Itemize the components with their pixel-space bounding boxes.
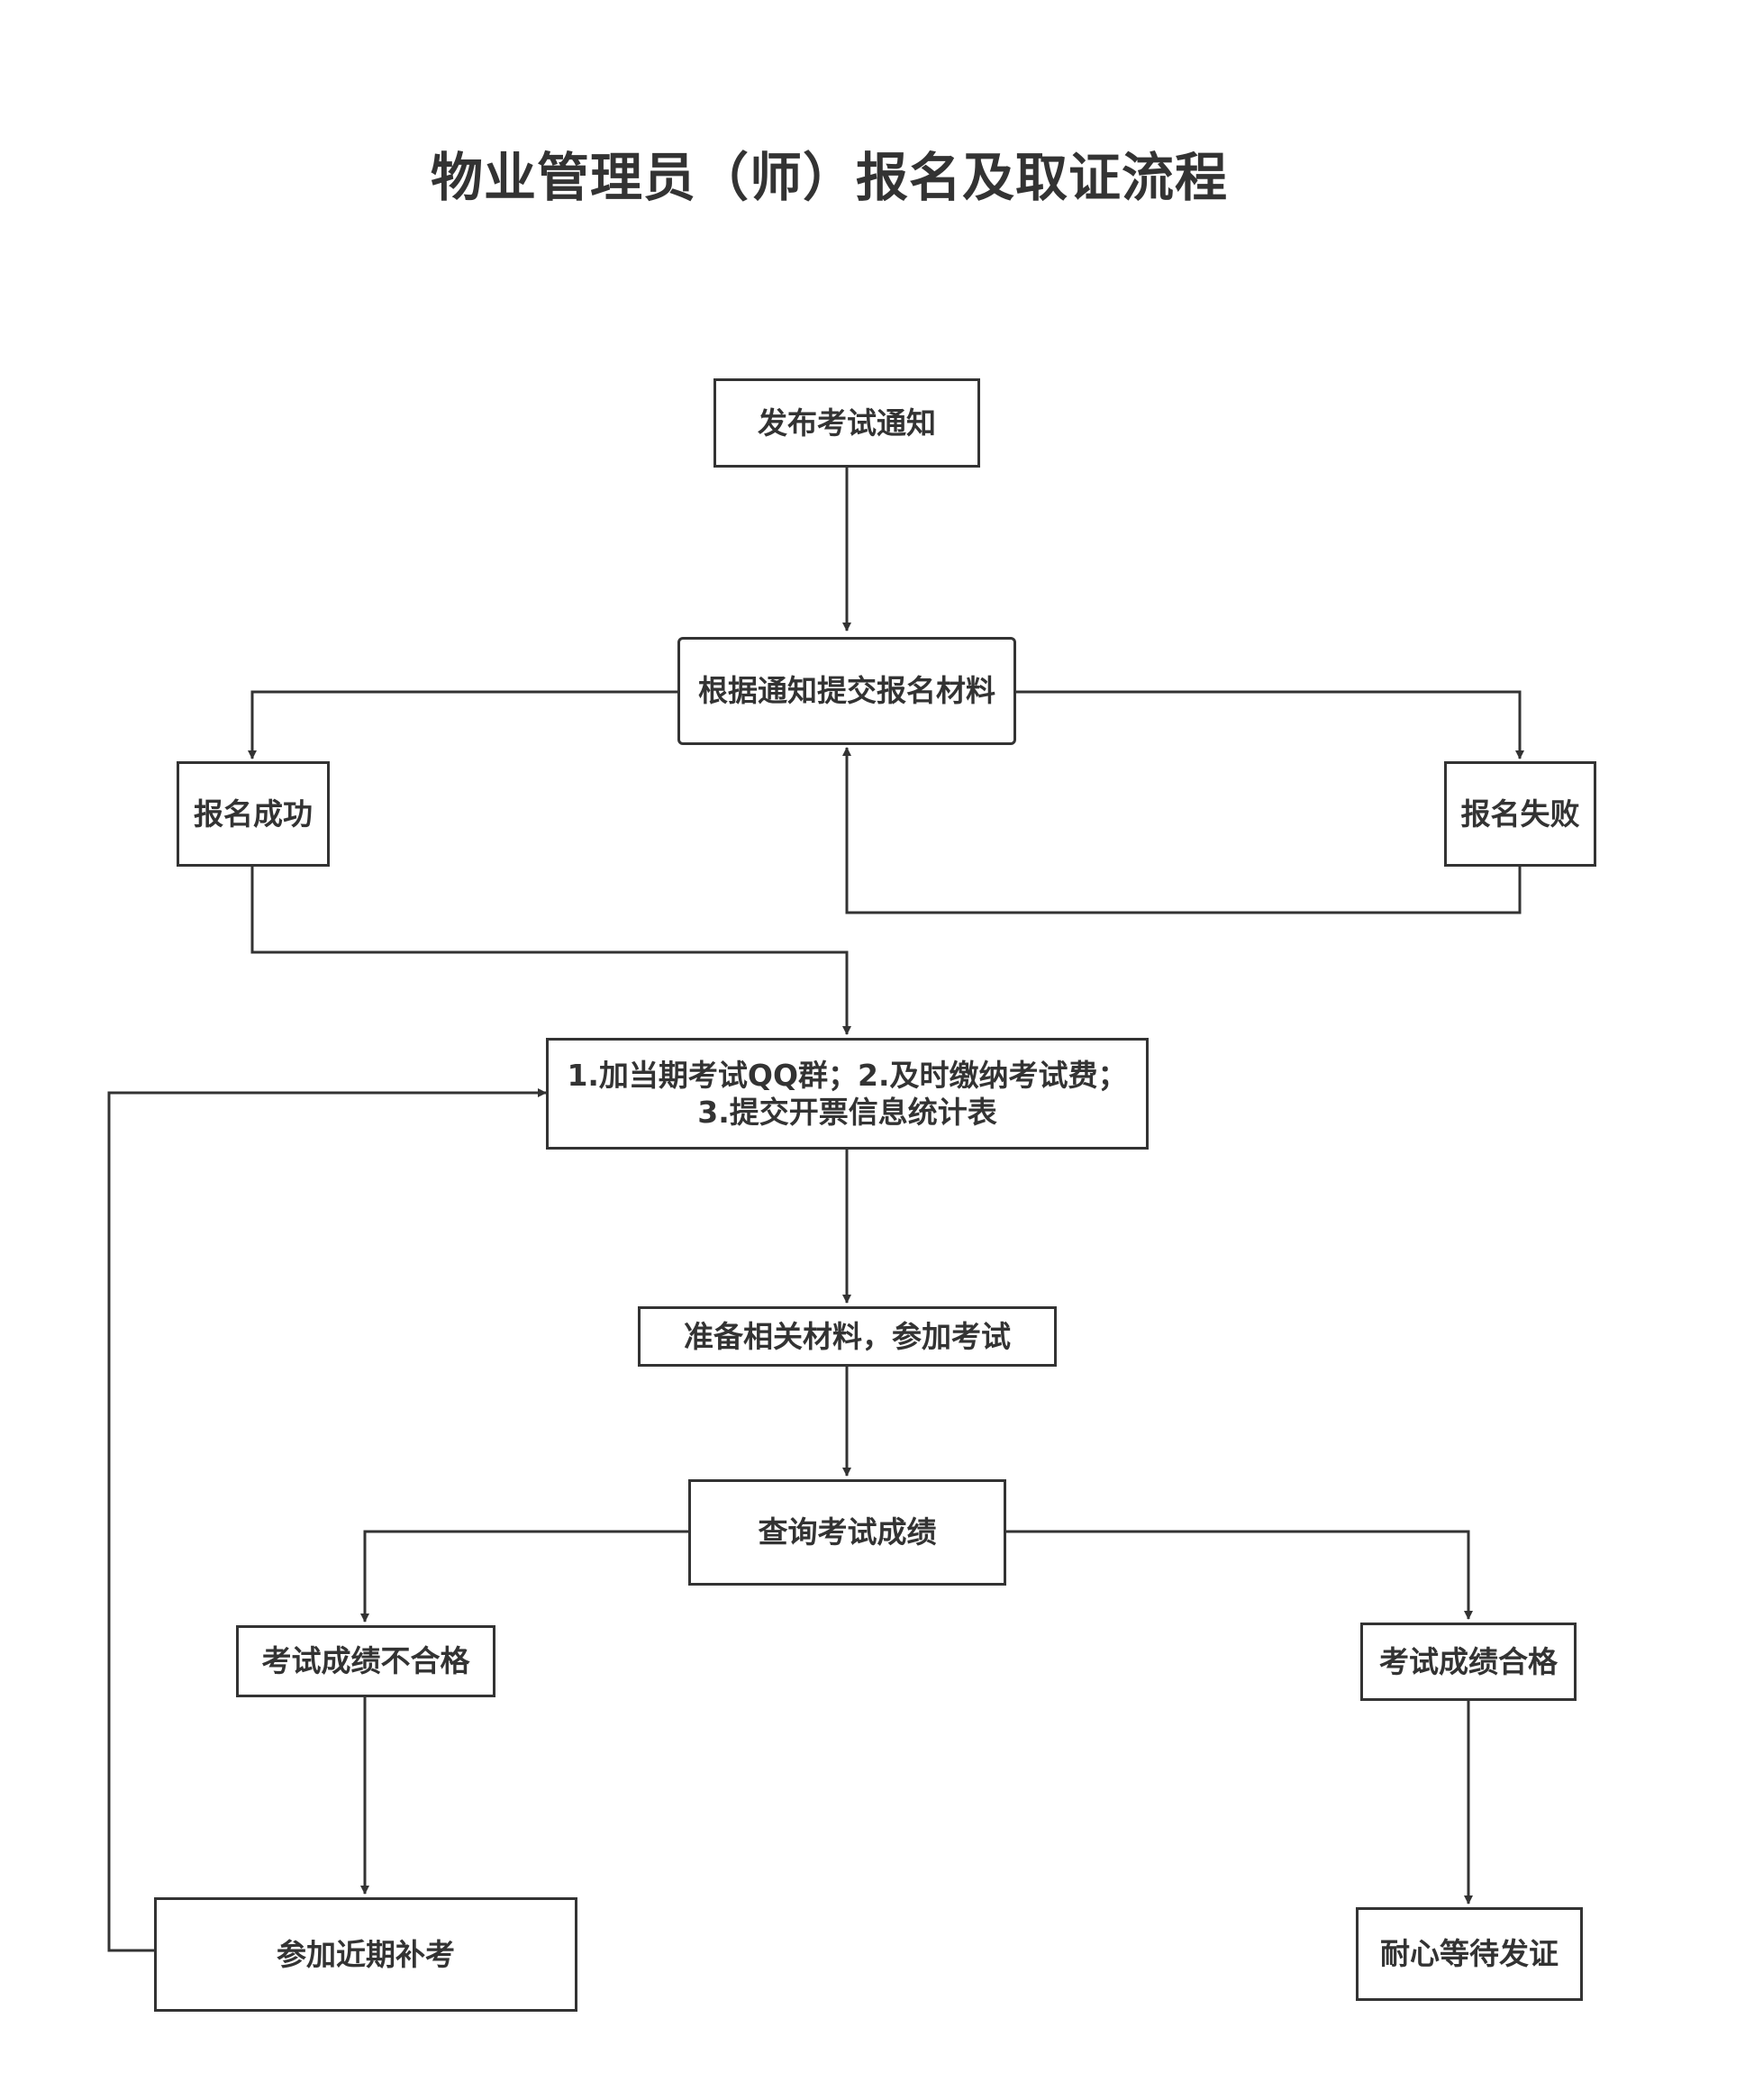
arrow-query-to-scorepass: [1006, 1530, 1473, 1620]
node-publish-notice: 发布考试通知: [713, 378, 980, 468]
arrow-submit-to-fail: [1016, 690, 1524, 759]
node-score-pass: 考试成绩合格: [1360, 1623, 1577, 1701]
node-join-steps-line1: 1.加当期考试QQ群；2.及时缴纳考试费；: [567, 1057, 1128, 1093]
node-query-score: 查询考试成绩: [688, 1479, 1006, 1586]
arrow-retake-to-steps: [107, 1088, 547, 1952]
node-prepare-exam-label: 准备相关材料，参加考试: [684, 1318, 1011, 1354]
node-retake-exam: 参加近期补考: [154, 1897, 577, 2012]
node-join-steps: 1.加当期考试QQ群；2.及时缴纳考试费； 3.提交开票信息统计表: [546, 1038, 1149, 1150]
node-score-fail: 考试成绩不合格: [236, 1625, 495, 1697]
node-score-fail-label: 考试成绩不合格: [261, 1643, 470, 1679]
arrow-query-to-scorefail: [360, 1530, 688, 1623]
arrow-fail-to-submit: [842, 747, 1522, 914]
node-register-success-label: 报名成功: [194, 795, 313, 832]
arrow-success-to-steps: [250, 867, 851, 1035]
node-prepare-exam: 准备相关材料，参加考试: [638, 1306, 1057, 1367]
node-query-score-label: 查询考试成绩: [758, 1514, 937, 1550]
node-wait-certificate: 耐心等待发证: [1356, 1907, 1583, 2001]
node-submit-materials-label: 根据通知提交报名材料: [698, 673, 995, 709]
node-register-success: 报名成功: [177, 761, 330, 867]
node-register-fail: 报名失败: [1444, 761, 1596, 867]
page-title: 物业管理员（师）报名及取证流程: [431, 147, 1229, 208]
node-publish-notice-label: 发布考试通知: [758, 405, 936, 441]
node-join-steps-line2: 3.提交开票信息统计表: [697, 1095, 997, 1130]
node-wait-certificate-label: 耐心等待发证: [1380, 1936, 1559, 1972]
arrow-submit-to-success: [248, 690, 677, 759]
node-submit-materials: 根据通知提交报名材料: [677, 637, 1016, 745]
node-score-pass-label: 考试成绩合格: [1379, 1643, 1558, 1679]
node-register-fail-label: 报名失败: [1460, 795, 1580, 832]
node-retake-exam-label: 参加近期补考: [277, 1936, 455, 1972]
